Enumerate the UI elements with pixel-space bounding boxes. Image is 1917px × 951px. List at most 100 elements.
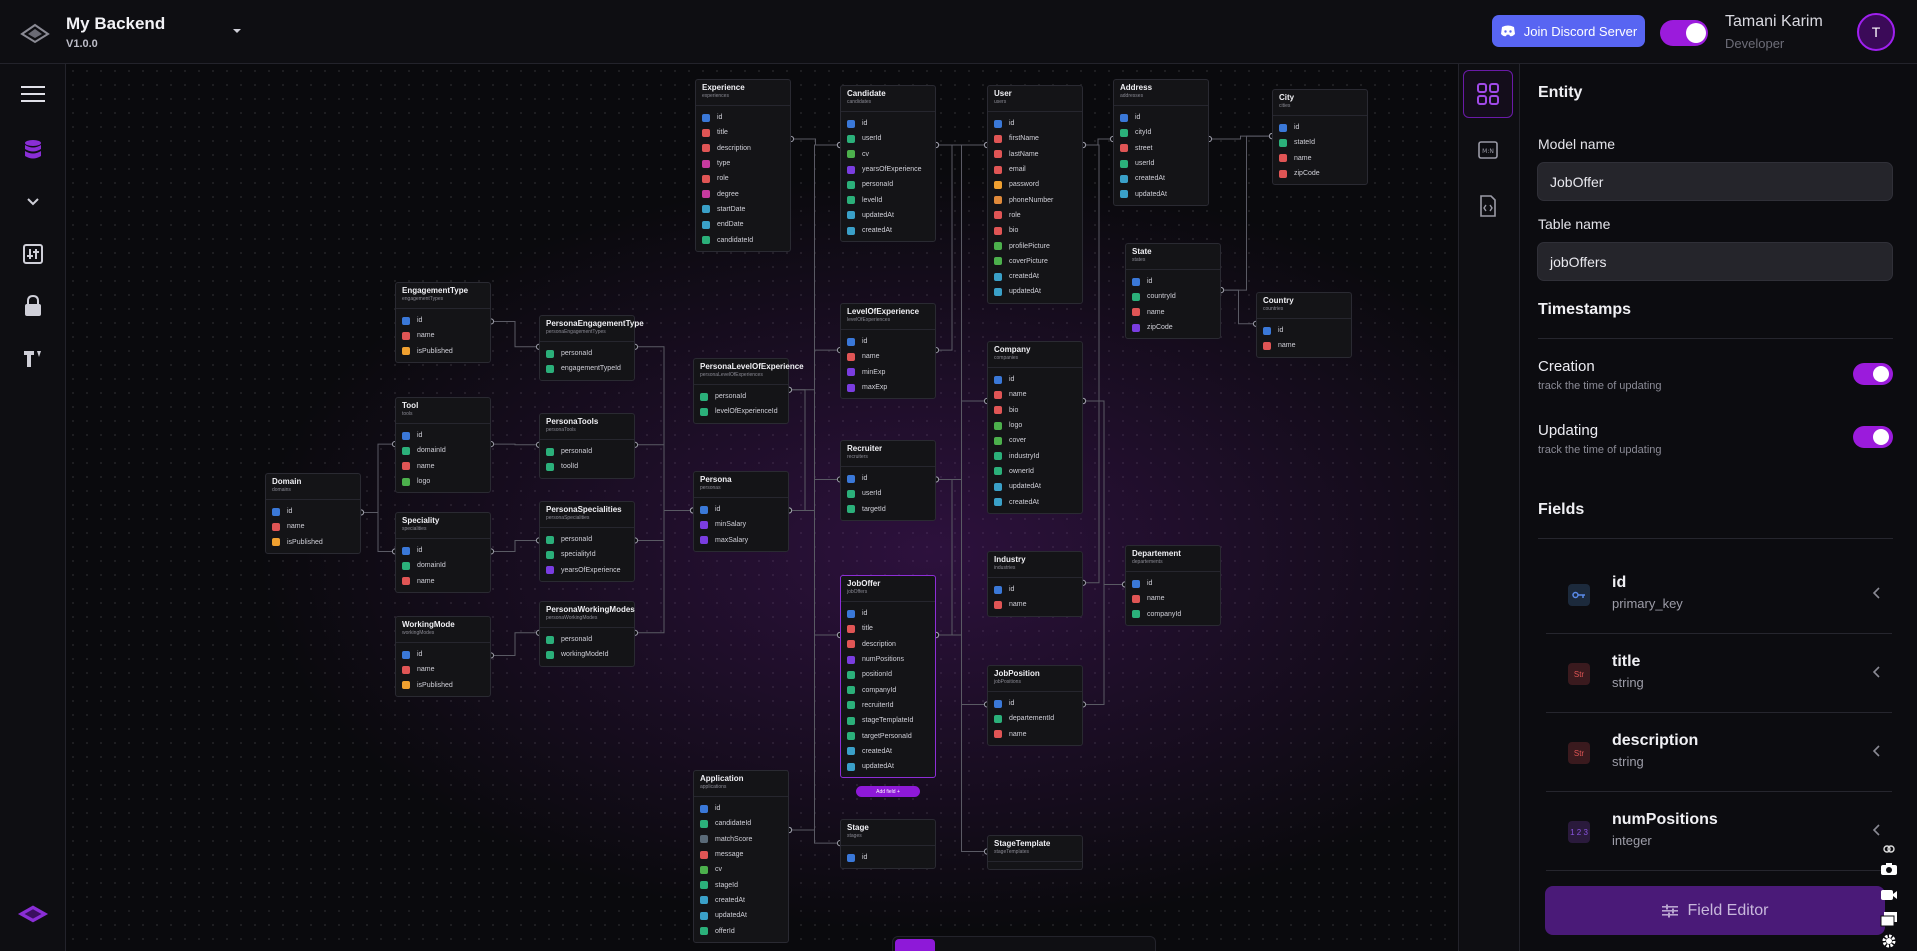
entity-field-row[interactable]: bio	[988, 223, 1082, 238]
entity-field-row[interactable]: recruiterId	[841, 698, 935, 713]
screenshot-button[interactable]	[1878, 860, 1900, 878]
entity-field-row[interactable]: id	[988, 582, 1082, 597]
updating-toggle[interactable]	[1853, 426, 1893, 448]
entity-field-row[interactable]: phoneNumber	[988, 192, 1082, 207]
field-editor-button[interactable]: Field Editor	[1545, 886, 1885, 935]
entity-field-row[interactable]: description	[841, 637, 935, 652]
entity-field-row[interactable]: departementId	[988, 711, 1082, 726]
fit-view-button[interactable]	[1113, 939, 1153, 951]
entity-field-row[interactable]: id	[988, 372, 1082, 387]
entity-field-row[interactable]: name	[396, 662, 490, 677]
entity-field-row[interactable]: personaId	[694, 389, 788, 404]
model-name-input[interactable]: JobOffer	[1537, 162, 1893, 201]
entity-field-row[interactable]: id	[1126, 576, 1220, 591]
entity-field-row[interactable]: startDate	[696, 202, 790, 217]
entity-field-row[interactable]: updatedAt	[841, 759, 935, 774]
entity-field-row[interactable]: countryId	[1126, 289, 1220, 304]
entity-field-row[interactable]: id	[1114, 110, 1208, 125]
entity-field-row[interactable]: title	[696, 125, 790, 140]
entity-field-row[interactable]: isPublished	[396, 344, 490, 359]
menu-button[interactable]	[17, 78, 49, 110]
tab-entity[interactable]	[1463, 70, 1513, 118]
entity-field-row[interactable]: name	[1126, 305, 1220, 320]
entity-field-row[interactable]: domainId	[396, 443, 490, 458]
entity-field-row[interactable]: id	[694, 502, 788, 517]
entity-field-row[interactable]: candidateId	[694, 816, 788, 831]
entity-field-row[interactable]: id	[841, 850, 935, 865]
entity-field-row[interactable]: updatedAt	[988, 284, 1082, 299]
entity-field-row[interactable]: zipCode	[1126, 320, 1220, 335]
entity-field-row[interactable]: workingModeId	[540, 647, 634, 662]
entity-field-row[interactable]: password	[988, 177, 1082, 192]
entity-field-row[interactable]: personaId	[540, 632, 634, 647]
entity-field-row[interactable]: ownerId	[988, 464, 1082, 479]
entity-field-row[interactable]: minSalary	[694, 517, 788, 532]
add-entity-button[interactable]	[939, 939, 979, 951]
select-tool-button[interactable]	[895, 939, 935, 951]
entity-field-row[interactable]: cv	[841, 147, 935, 162]
entity-field-row[interactable]: engagementTypeId	[540, 361, 634, 376]
entity-field-row[interactable]: createdAt	[1114, 171, 1208, 186]
entity-field-row[interactable]: createdAt	[841, 223, 935, 238]
entity-field-row[interactable]: profilePicture	[988, 238, 1082, 253]
entity-field-row[interactable]: id	[841, 606, 935, 621]
entity-field-row[interactable]: personaId	[540, 532, 634, 547]
entity-field-row[interactable]: cv	[694, 862, 788, 877]
entity-field-row[interactable]: id	[1273, 120, 1367, 135]
entity-field-row[interactable]: userId	[841, 486, 935, 501]
tab-relations[interactable]: M:N	[1463, 126, 1513, 174]
entity-field-row[interactable]: personaId	[841, 177, 935, 192]
entity-field-row[interactable]: isPublished	[396, 678, 490, 693]
entity-field-row[interactable]: stageTemplateId	[841, 713, 935, 728]
entity-field-row[interactable]: id	[694, 801, 788, 816]
entity-field-row[interactable]: yearsOfExperience	[540, 563, 634, 578]
entity-field-row[interactable]: candidateId	[696, 232, 790, 247]
entity-field-row[interactable]: cover	[988, 433, 1082, 448]
entity-field-row[interactable]: id	[841, 116, 935, 131]
entity-field-row[interactable]: positionId	[841, 667, 935, 682]
entity-field-row[interactable]: name	[266, 519, 360, 534]
entity-field-row[interactable]: isPublished	[266, 535, 360, 550]
record-button[interactable]	[1878, 886, 1900, 904]
entity-field-row[interactable]: role	[696, 171, 790, 186]
entity-field-row[interactable]: levelId	[841, 192, 935, 207]
entity-field-row[interactable]: userId	[841, 131, 935, 146]
add-field-button[interactable]: Add field +	[856, 786, 920, 797]
entity-field-row[interactable]: role	[988, 208, 1082, 223]
versions-button[interactable]	[17, 342, 49, 374]
entity-field-row[interactable]: numPositions	[841, 652, 935, 667]
entity-field-row[interactable]: message	[694, 847, 788, 862]
entity-field-row[interactable]: id	[396, 647, 490, 662]
entity-field-row[interactable]: updatedAt	[988, 479, 1082, 494]
creation-toggle[interactable]	[1853, 363, 1893, 385]
entity-field-row[interactable]: description	[696, 141, 790, 156]
entity-field-row[interactable]: id	[396, 313, 490, 328]
entity-field-row[interactable]: offerId	[694, 923, 788, 938]
entity-field-row[interactable]: endDate	[696, 217, 790, 232]
entity-field-row[interactable]: email	[988, 162, 1082, 177]
entity-field-row[interactable]: id	[696, 110, 790, 125]
entity-field-row[interactable]: companyId	[841, 682, 935, 697]
entity-field-row[interactable]: updatedAt	[694, 908, 788, 923]
zoom-out-button[interactable]	[1070, 939, 1110, 951]
entity-field-row[interactable]: name	[988, 387, 1082, 402]
entity-field-row[interactable]: updatedAt	[1114, 186, 1208, 201]
entity-field-row[interactable]: personaId	[540, 444, 634, 459]
auth-button[interactable]	[17, 290, 49, 322]
